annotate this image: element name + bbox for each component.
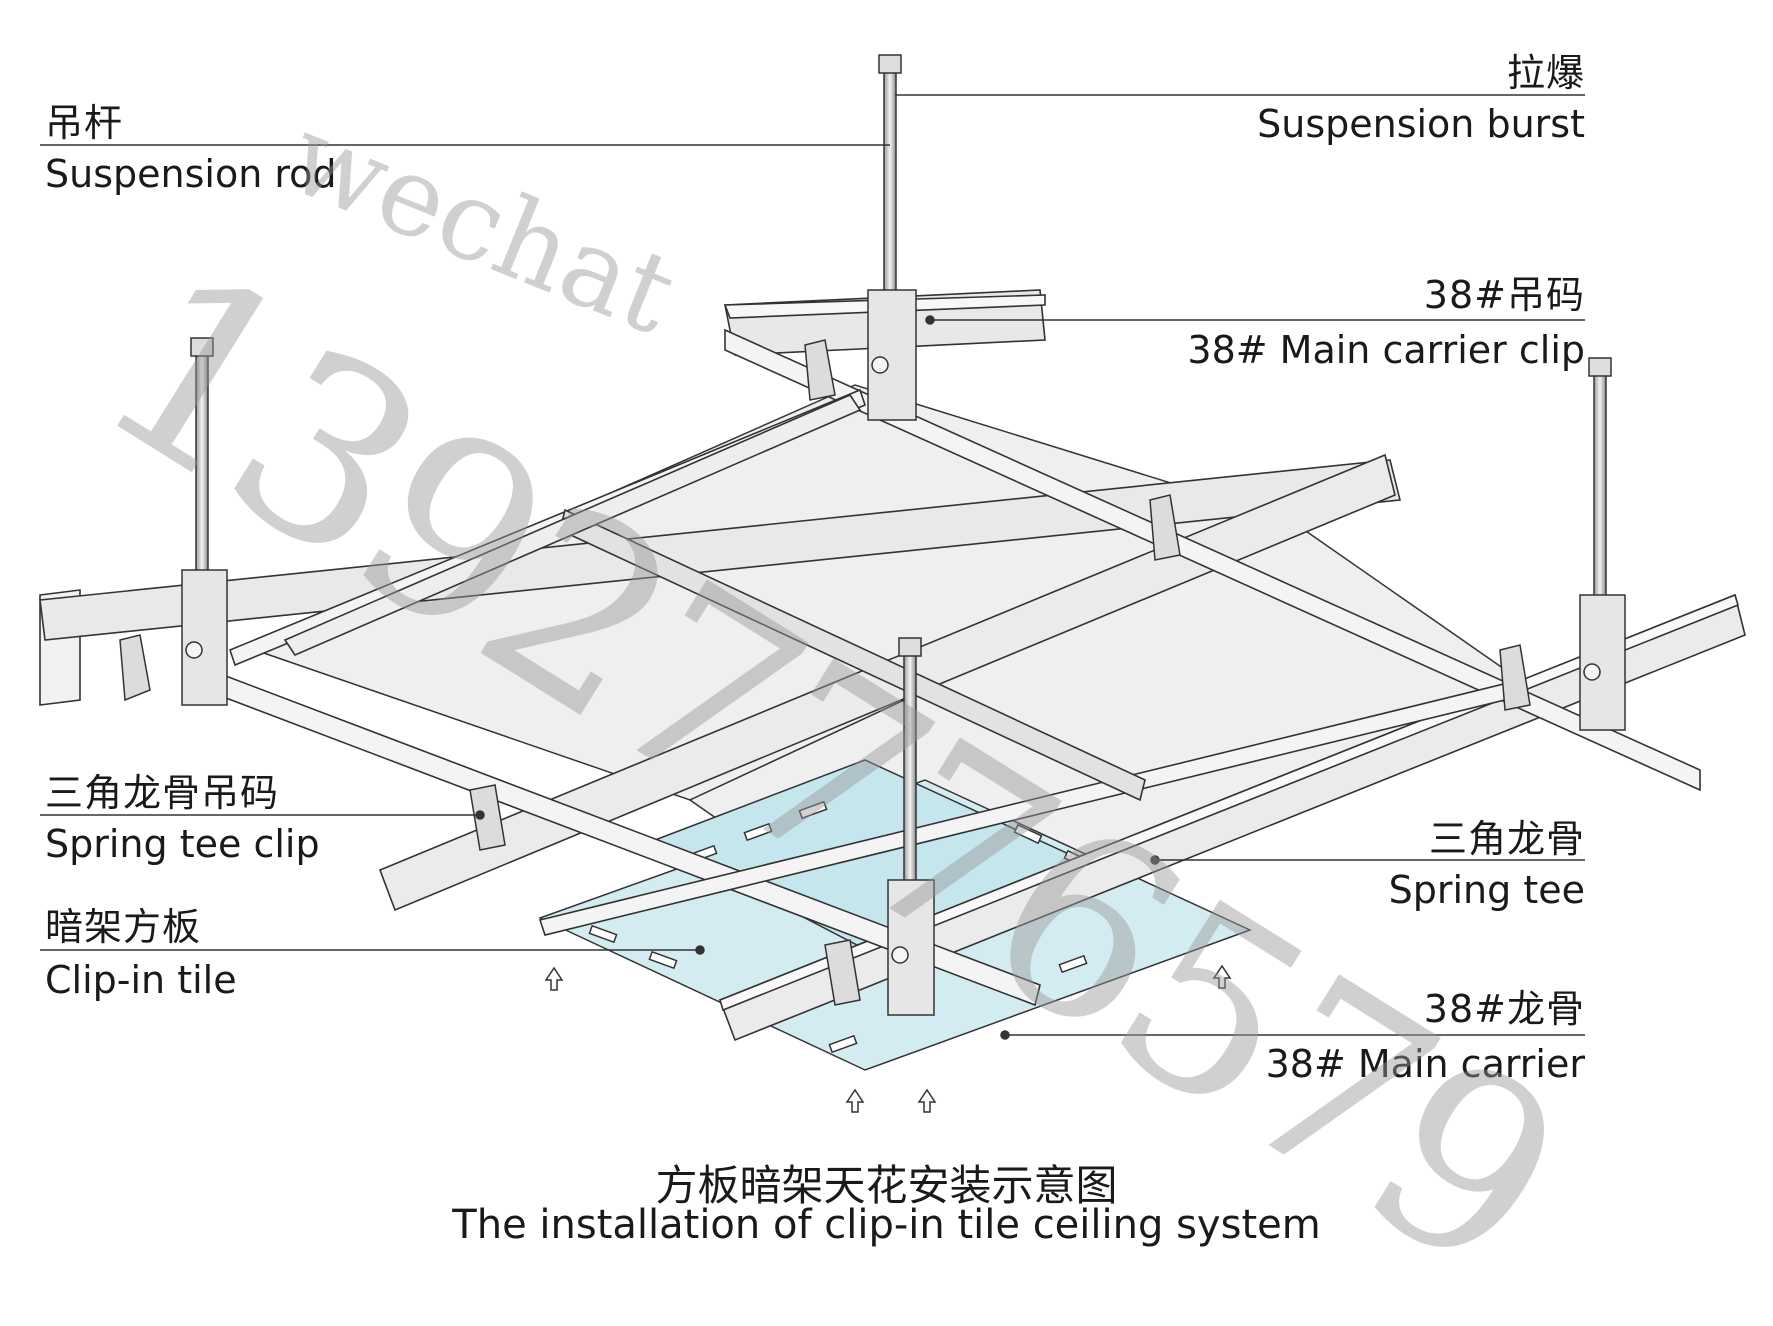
- upward-arrows: [544, 964, 1232, 1113]
- label-main-carrier-clip-zh: 38#吊码: [1423, 273, 1585, 317]
- tile-slot: [1058, 954, 1088, 974]
- spring-tee-clip: [1499, 644, 1531, 711]
- threaded-rod: [195, 344, 209, 576]
- spring-tee-clip: [1149, 494, 1181, 561]
- clip-bolt: [891, 946, 909, 964]
- caption-en: The installation of clip-in tile ceiling…: [452, 1202, 1321, 1248]
- tile-slot: [648, 950, 678, 970]
- spring-tee-center2: [283, 394, 862, 656]
- suspension-rod-assembly: [1579, 357, 1626, 731]
- threaded-rod: [1593, 364, 1607, 606]
- label-main-carrier-zh: 38#龙骨: [1423, 987, 1585, 1031]
- label-suspension-burst-en: Suspension burst: [1257, 102, 1585, 146]
- leader-dot: [925, 315, 935, 325]
- label-clip-in-tile-en: Clip-in tile: [45, 958, 237, 1002]
- label-suspension-rod-zh: 吊杆: [45, 101, 124, 145]
- arrow-up-icon: [917, 1088, 937, 1113]
- label-main-carrier-en: 38# Main carrier: [1265, 1042, 1585, 1086]
- suspension-assemblies: [181, 54, 1626, 1016]
- spring-tee-clip: [804, 339, 836, 401]
- main-carrier-clip-plate: [1579, 594, 1626, 731]
- tile-slot: [743, 822, 773, 842]
- main-carrier-clip-plate: [887, 879, 935, 1016]
- burst-anchor: [190, 337, 214, 357]
- tile-slot: [828, 1034, 858, 1054]
- label-suspension-burst-zh: 拉爆: [1506, 51, 1585, 95]
- label-main-carrier-clip-en: 38# Main carrier clip: [1187, 328, 1585, 372]
- label-spring-tee-clip-en: Spring tee clip: [45, 822, 320, 866]
- burst-anchor: [898, 637, 922, 657]
- leader-dot: [475, 810, 485, 820]
- burst-anchor: [1588, 357, 1612, 377]
- spring-tee-clip: [119, 634, 151, 702]
- arrow-up-icon: [544, 966, 564, 991]
- suspension-rod-assembly: [887, 637, 935, 1016]
- clip-bolt: [185, 641, 203, 659]
- leader-dot: [1150, 855, 1160, 865]
- threaded-rod: [903, 644, 917, 886]
- suspension-rod-assembly: [867, 54, 917, 421]
- spring-tee-clips: [119, 339, 1531, 1006]
- arrow-up-icon: [845, 1088, 865, 1113]
- leader-lines: [40, 94, 1585, 1040]
- tile-slot: [798, 800, 828, 820]
- burst-anchor: [878, 54, 902, 74]
- main-carrier-clip-plate: [867, 289, 917, 421]
- label-suspension-rod-en: Suspension rod: [45, 152, 337, 196]
- spring-tee-back: [724, 328, 1701, 792]
- tile-slot: [588, 924, 618, 944]
- leader-dot: [1000, 1030, 1010, 1040]
- label-spring-tee-zh: 三角龙骨: [1428, 817, 1585, 861]
- spring-tee-clip: [824, 939, 861, 1006]
- spring-tees: [204, 328, 1701, 1007]
- label-clip-in-tile-zh: 暗架方板: [45, 905, 202, 949]
- label-spring-tee-clip-zh: 三角龙骨吊码: [45, 771, 280, 815]
- main-carrier-clip-plate: [181, 569, 228, 706]
- clip-bolt: [871, 356, 889, 374]
- clip-bolt: [1583, 663, 1601, 681]
- leader-dot: [695, 945, 705, 955]
- ceiling-installation-diagram: 吊杆 Suspension rod 三角龙骨吊码 Spring tee clip…: [39, 51, 1746, 1326]
- tile-slot: [1013, 823, 1043, 845]
- arrow-up-icon: [1212, 964, 1232, 989]
- caption-zh: 方板暗架天花安装示意图: [655, 1161, 1118, 1210]
- label-spring-tee-en: Spring tee: [1388, 868, 1585, 912]
- threaded-rod: [883, 59, 897, 301]
- ceiling-grid-illustration: [39, 54, 1746, 1113]
- spring-tee-clip: [469, 784, 506, 851]
- suspension-rod-assembly: [181, 337, 228, 706]
